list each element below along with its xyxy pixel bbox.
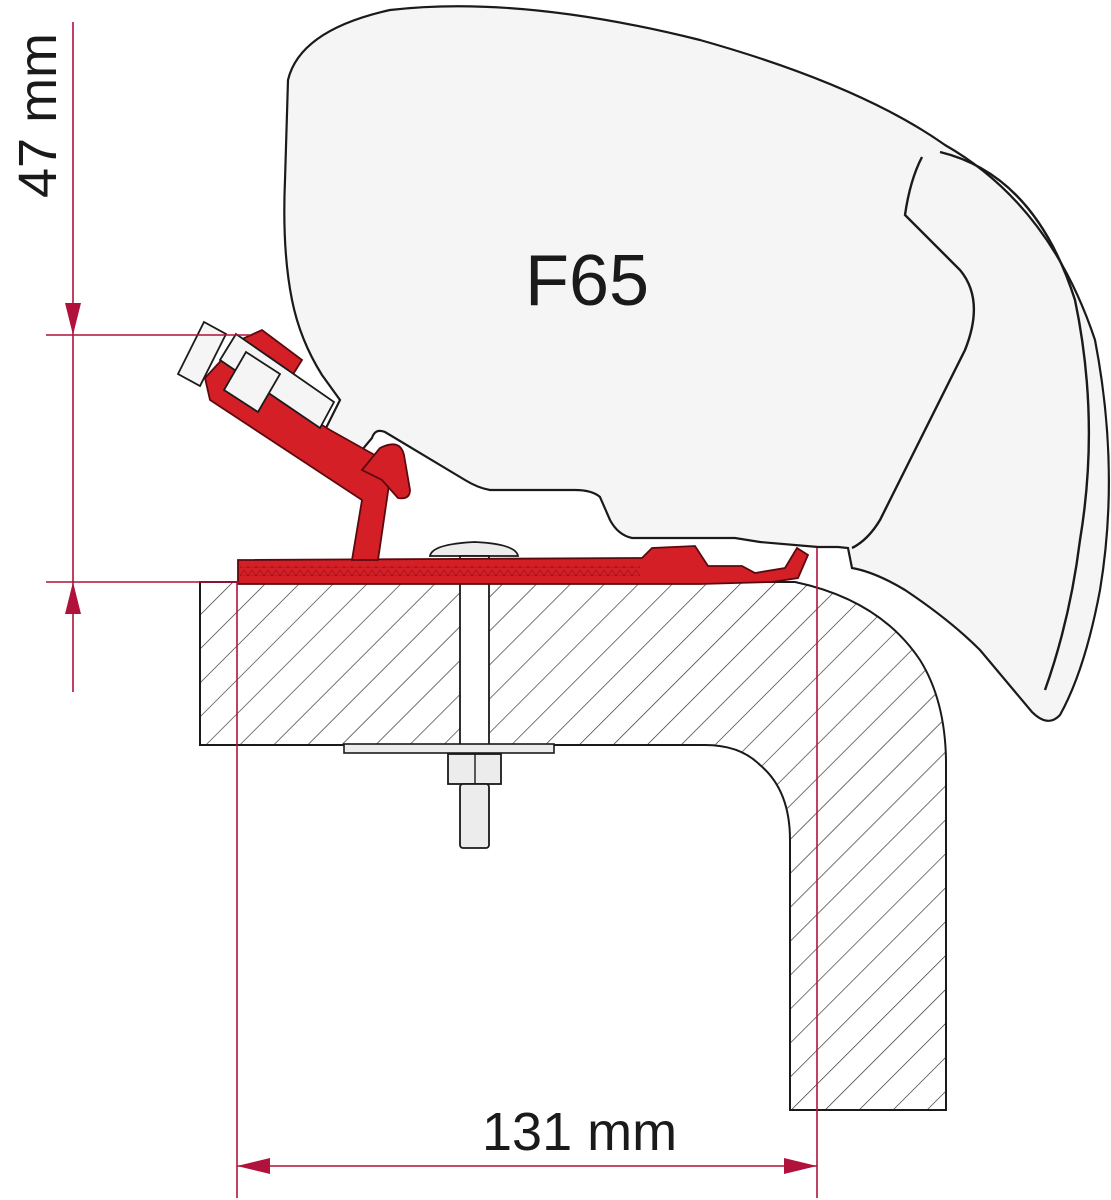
product-label: F65 (525, 241, 649, 321)
roof-section (199, 581, 947, 1111)
width-dimension-label: 131 mm (482, 1102, 677, 1162)
bolt-tail (459, 783, 490, 849)
awning-end-cap (851, 150, 1091, 691)
width-dimension: 131 mm (236, 548, 818, 1198)
adapter-hook (360, 443, 411, 500)
width-arrow-right (784, 1158, 817, 1174)
bolt-head (428, 541, 520, 557)
awning-body (283, 5, 1110, 722)
clamp-nut (222, 350, 282, 414)
height-arrow-bottom (65, 582, 81, 614)
bolt-shaft (459, 555, 490, 747)
washer-plate (343, 743, 555, 754)
height-dimension: 47 mm (8, 22, 250, 692)
clamp-bolt (176, 320, 336, 430)
mounting-bolt (343, 541, 555, 849)
height-dimension-label: 47 mm (8, 33, 68, 198)
adapter-base-rail (237, 545, 810, 585)
height-arrow-top (65, 303, 81, 335)
width-arrow-left (237, 1158, 270, 1174)
awning-casing: F65 (283, 5, 1110, 722)
clamp-bolt-head (176, 320, 228, 388)
serration-strip (240, 566, 640, 578)
